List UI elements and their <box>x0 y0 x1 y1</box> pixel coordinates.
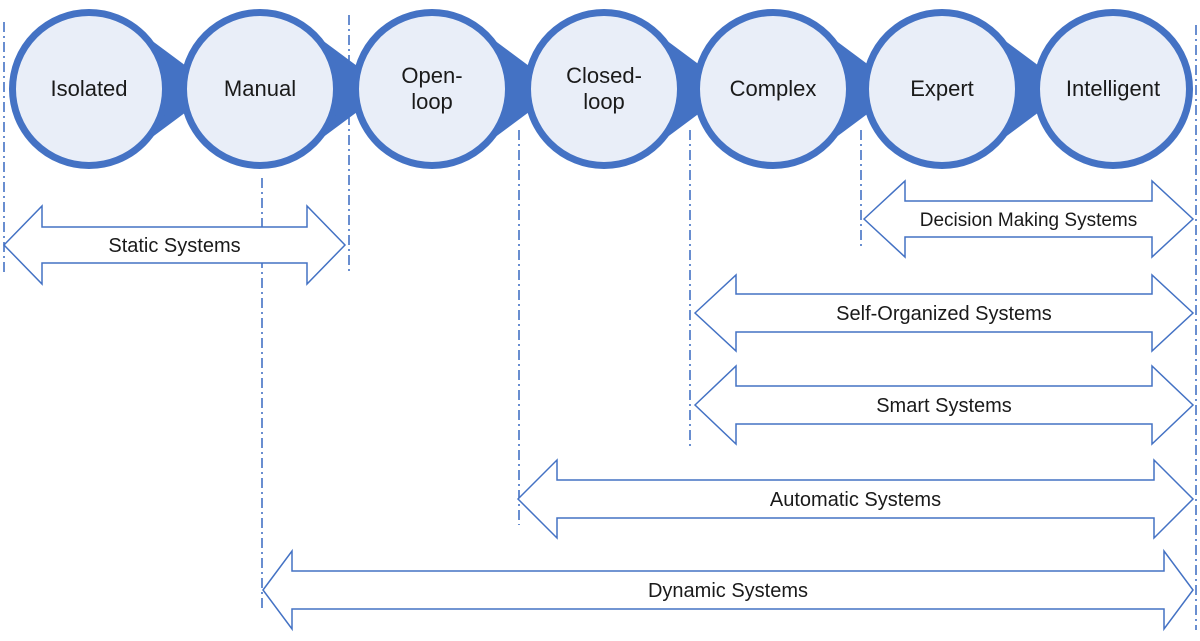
stage-manual: Manual <box>180 9 340 169</box>
static-systems-arrow: Static Systems <box>2 204 347 286</box>
stage-circle-manual <box>180 9 340 169</box>
static-systems-label: Static Systems <box>108 235 240 257</box>
dynamic-systems-arrow-shape <box>262 548 1194 632</box>
range-arrows: Static Systems Decision Making SystemsSel… <box>2 179 1195 632</box>
decision-making-systems-label: Decision Making Systems <box>920 210 1138 231</box>
stage-intelligent: Intelligent <box>1033 9 1193 169</box>
stage-circle-complex <box>693 9 853 169</box>
automatic-systems-arrow: Automatic Systems <box>516 458 1195 540</box>
self-organized-systems-label: Self-Organized Systems <box>836 303 1052 325</box>
stage-label-expert: Expert <box>910 76 974 101</box>
self-organized-systems-arrow: Self-Organized Systems <box>693 273 1195 353</box>
stage-circle-intelligent <box>1033 9 1193 169</box>
smart-systems-arrow-shape <box>693 364 1195 446</box>
stage-complex: Complex <box>693 9 853 169</box>
stage-label-complex: Complex <box>730 76 817 101</box>
dynamic-systems-label: Dynamic Systems <box>648 580 808 602</box>
smart-systems-label: Smart Systems <box>876 395 1012 417</box>
stage-circle-isolated <box>9 9 169 169</box>
stage-circle-expert <box>862 9 1022 169</box>
stage-label-manual: Manual <box>224 76 296 101</box>
stage-closed-loop: Closed-loop <box>524 9 684 169</box>
stage-circles: Isolated Manual Open-loop Closed-loop Comple… <box>9 9 1193 169</box>
stage-label-intelligent: Intelligent <box>1066 76 1160 101</box>
stage-label-open-loop: Open-loop <box>401 63 462 114</box>
automatic-systems-label: Automatic Systems <box>770 489 941 511</box>
self-organized-systems-arrow-shape <box>693 273 1195 353</box>
stage-circle-closed-loop <box>524 9 684 169</box>
stage-label-isolated: Isolated <box>50 76 127 101</box>
smart-systems-arrow: Smart Systems <box>693 364 1195 446</box>
stage-label-closed-loop: Closed-loop <box>566 63 642 114</box>
automatic-systems-arrow-shape <box>516 458 1195 540</box>
guide-lines <box>3 15 1197 630</box>
static-systems-arrow-shape <box>2 204 347 286</box>
dynamic-systems-arrow: Dynamic Systems <box>262 548 1194 632</box>
stage-open-loop: Open-loop <box>352 9 512 169</box>
stage-isolated: Isolated <box>9 9 169 169</box>
stage-circle-open-loop <box>352 9 512 169</box>
decision-making-systems-arrow-shape <box>862 179 1195 259</box>
stage-expert: Expert <box>862 9 1022 169</box>
decision-making-systems-arrow: Decision Making Systems <box>862 179 1195 259</box>
